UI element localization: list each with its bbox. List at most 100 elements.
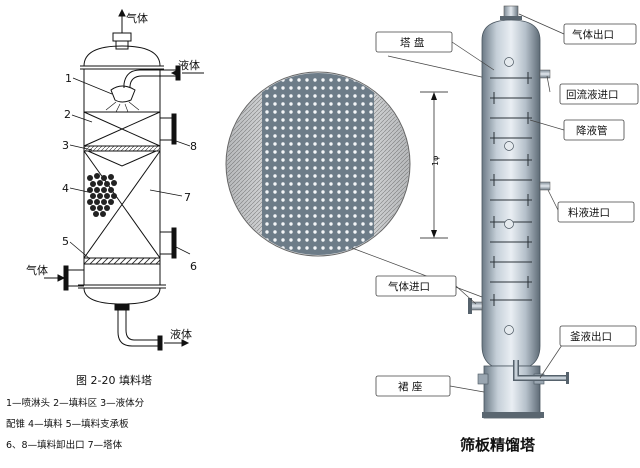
sieve-hole: [321, 158, 325, 162]
sieve-hole: [297, 126, 301, 130]
sieve-hole: [321, 166, 325, 170]
sieve-hole: [305, 86, 309, 90]
sieve-hole: [369, 142, 373, 146]
sieve-hole: [313, 206, 317, 210]
sieve-hole: [281, 118, 285, 122]
sieve-hole: [313, 190, 317, 194]
sieve-hole: [337, 190, 341, 194]
sieve-hole: [361, 198, 365, 202]
sieve-hole: [265, 158, 269, 162]
sieve-hole: [337, 246, 341, 250]
sieve-hole: [265, 134, 269, 138]
legend-line-1: 1—喷淋头 2—填料区 3—液体分: [6, 397, 145, 409]
sieve-hole: [369, 222, 373, 226]
sieve-hole: [289, 86, 293, 90]
sieve-hole: [321, 110, 325, 114]
sieve-hole: [305, 214, 309, 218]
sieve-hole: [321, 142, 325, 146]
sieve-hole: [273, 198, 277, 202]
sieve-hole: [337, 86, 341, 90]
spray-drops: [105, 101, 140, 113]
sieve-hole: [313, 142, 317, 146]
sieve-hole: [313, 94, 317, 98]
liquid-out-pipe: [117, 310, 160, 347]
sieve-hole: [313, 118, 317, 122]
sieve-hole: [305, 118, 309, 122]
sieve-hole: [369, 166, 373, 170]
callout-feed: 料液进口: [568, 206, 610, 219]
sieve-hole: [337, 94, 341, 98]
sieve-hole: [337, 150, 341, 154]
sieve-hole: [281, 142, 285, 146]
sieve-hole: [321, 78, 325, 82]
sieve-hole: [345, 206, 349, 210]
top-head: [83, 45, 161, 67]
sieve-hole: [329, 166, 333, 170]
sieve-hole: [265, 126, 269, 130]
sieve-hole: [345, 238, 349, 242]
sieve-hole: [297, 118, 301, 122]
sieve-hole: [297, 238, 301, 242]
sieve-hole: [337, 166, 341, 170]
sieve-hole: [321, 206, 325, 210]
sieve-hole: [361, 230, 365, 234]
sieve-hole: [313, 86, 317, 90]
sieve-hole: [281, 94, 285, 98]
sieve-hole: [321, 150, 325, 154]
sieve-hole: [281, 126, 285, 130]
sieve-hole: [273, 166, 277, 170]
sieve-hole: [329, 134, 333, 138]
sieve-hole: [265, 110, 269, 114]
sieve-hole: [297, 198, 301, 202]
sieve-hole: [281, 174, 285, 178]
sieve-hole: [313, 126, 317, 130]
sieve-hole: [297, 166, 301, 170]
callout-skirt-box: [375, 375, 451, 397]
gas-out-nozzle: [115, 40, 129, 50]
sieve-hole: [289, 206, 293, 210]
sieve-hole: [281, 190, 285, 194]
sieve-hole: [297, 190, 301, 194]
sieve-hole: [329, 150, 333, 154]
sieve-hole: [345, 166, 349, 170]
sieve-hole: [321, 174, 325, 178]
sieve-hole: [369, 174, 373, 178]
sieve-hole: [289, 166, 293, 170]
sieve-hole: [321, 246, 325, 250]
sieve-hole: [289, 214, 293, 218]
sieve-hole: [321, 238, 325, 242]
sieve-hole: [353, 102, 357, 106]
sieve-hole: [353, 206, 357, 210]
sieve-hole: [361, 238, 365, 242]
sieve-hole: [289, 158, 293, 162]
callout-gas-out: 气体出口: [572, 28, 614, 41]
sieve-hole: [281, 206, 285, 210]
sieve-hole: [297, 78, 301, 82]
callout-bottoms-box: [559, 325, 637, 347]
sieve-hole: [297, 86, 301, 90]
sieve-hole: [289, 134, 293, 138]
sieve-hole: [353, 150, 357, 154]
sieve-hole: [273, 126, 277, 130]
sieve-hole: [353, 158, 357, 162]
sieve-hole: [297, 102, 301, 106]
sieve-hole: [337, 126, 341, 130]
feed-nozzle: [539, 181, 551, 191]
sieve-hole: [329, 230, 333, 234]
sieve-hole: [281, 102, 285, 106]
sieve-hole: [273, 142, 277, 146]
sieve-hole: [329, 206, 333, 210]
sieve-hole: [289, 126, 293, 130]
sieve-hole: [337, 206, 341, 210]
sieve-hole: [361, 102, 365, 106]
sieve-hole: [297, 110, 301, 114]
sieve-hole: [281, 222, 285, 226]
sieve-hole: [369, 190, 373, 194]
sieve-hole: [345, 142, 349, 146]
sieve-hole: [361, 142, 365, 146]
part-number-7: 7: [184, 191, 191, 204]
packed-tower: [44, 8, 204, 351]
sieve-hole: [345, 190, 349, 194]
sieve-hole: [337, 142, 341, 146]
sieve-hole: [281, 182, 285, 186]
